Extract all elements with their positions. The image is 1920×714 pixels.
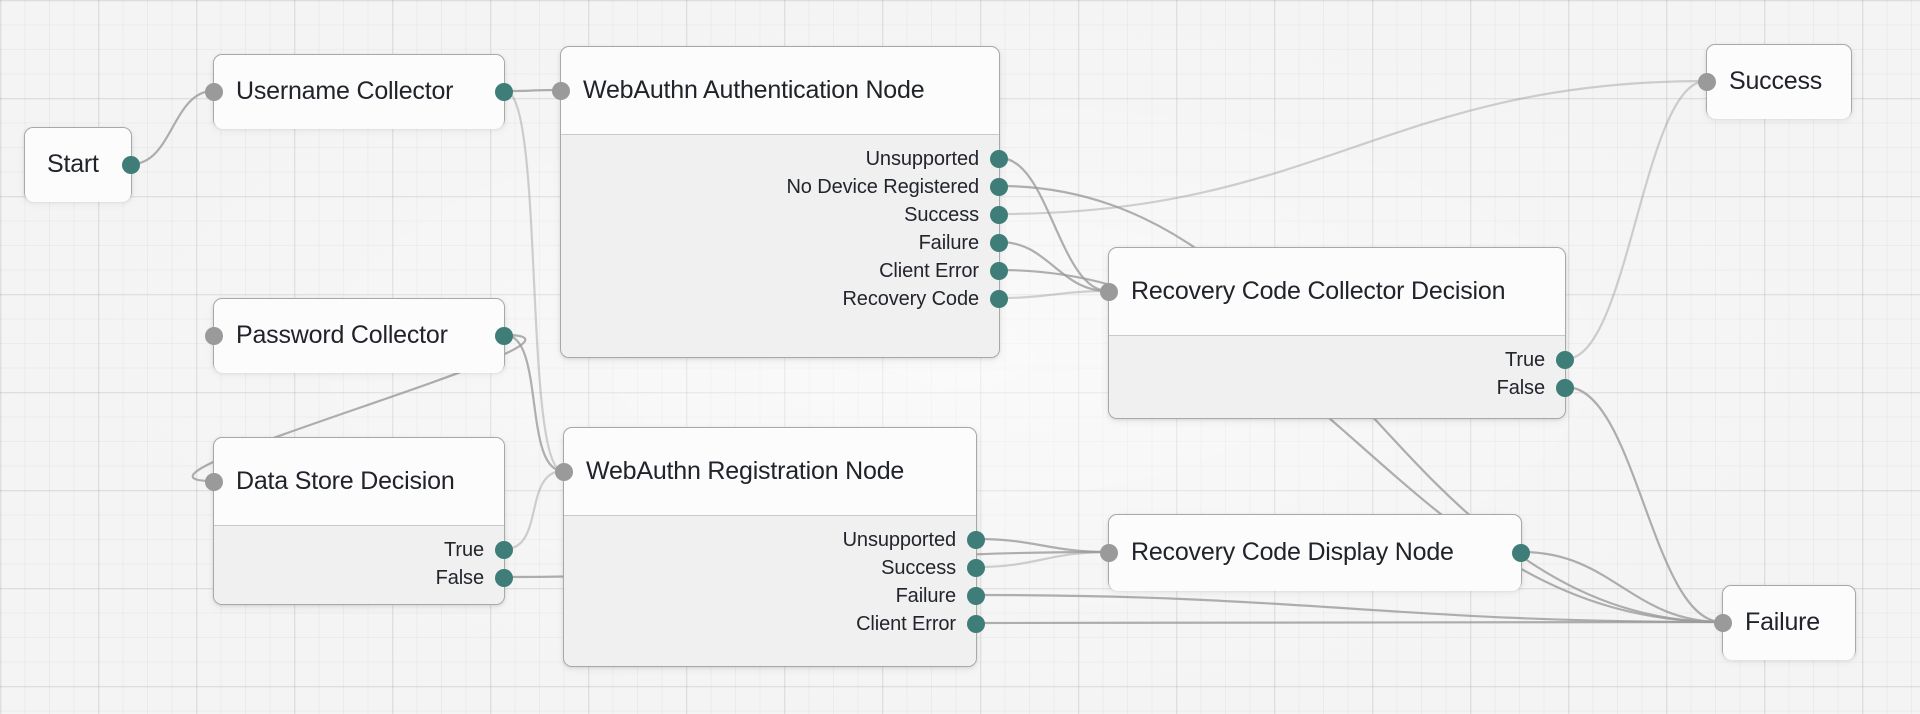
edge [1520, 550, 1724, 624]
output-port-label: Failure [895, 584, 957, 607]
node-title-webauthn-registration-node: WebAuthn Registration Node [564, 428, 976, 516]
output-port-label: Client Error [856, 612, 956, 635]
edge [975, 593, 1724, 624]
node-title-start: Start [25, 128, 131, 202]
input-port-webauthn-authentication-node[interactable] [552, 82, 570, 100]
output-port-dot[interactable] [1556, 379, 1574, 397]
output-port-recovery-code-display-node[interactable] [1512, 544, 1530, 562]
edge [975, 537, 1110, 554]
edge [503, 469, 565, 551]
edge [998, 156, 1110, 293]
node-start[interactable]: Start [24, 127, 140, 202]
output-port-label: True [1505, 348, 1545, 371]
input-port-success[interactable] [1698, 73, 1716, 91]
node-success[interactable]: Success [1698, 44, 1852, 119]
output-port-dot[interactable] [990, 290, 1008, 308]
output-port-row-recovery-code-collector-decision-1[interactable]: False [1109, 374, 1574, 402]
output-port-label: Unsupported [842, 528, 957, 551]
output-port-row-webauthn-authentication-node-5[interactable]: Recovery Code [561, 285, 1008, 313]
node-title-password-collector: Password Collector [214, 299, 504, 373]
node-title-data-store-decision: Data Store Decision [214, 438, 504, 526]
output-port-dot[interactable] [495, 541, 513, 559]
output-port-label: Recovery Code [842, 287, 979, 310]
output-port-dot[interactable] [967, 531, 985, 549]
output-port-label: No Device Registered [786, 175, 979, 198]
output-port-dot[interactable] [967, 587, 985, 605]
edge [1564, 385, 1724, 624]
edge [998, 289, 1110, 300]
edge [1564, 79, 1708, 361]
output-port-label: Success [881, 556, 956, 579]
output-port-password-collector[interactable] [495, 327, 513, 345]
output-port-label: Client Error [879, 259, 979, 282]
input-port-recovery-code-collector-decision[interactable] [1100, 283, 1118, 301]
output-port-row-webauthn-registration-node-2[interactable]: Failure [564, 582, 985, 610]
node-title-failure: Failure [1723, 586, 1855, 660]
input-port-data-store-decision[interactable] [205, 473, 223, 491]
node-title-username-collector: Username Collector [214, 55, 504, 129]
input-port-webauthn-registration-node[interactable] [555, 463, 573, 481]
input-port-username-collector[interactable] [205, 83, 223, 101]
output-port-row-webauthn-authentication-node-0[interactable]: Unsupported [561, 145, 1008, 173]
output-port-row-recovery-code-collector-decision-0[interactable]: True [1109, 346, 1574, 374]
output-port-label: Failure [918, 231, 980, 254]
output-port-row-webauthn-registration-node-1[interactable]: Success [564, 554, 985, 582]
output-port-dot[interactable] [967, 559, 985, 577]
output-port-label: Unsupported [865, 147, 980, 170]
output-port-row-webauthn-registration-node-3[interactable]: Client Error [564, 610, 985, 638]
output-port-dot[interactable] [1556, 351, 1574, 369]
node-title-webauthn-authentication-node: WebAuthn Authentication Node [561, 47, 999, 135]
output-port-label: True [444, 538, 484, 561]
node-title-recovery-code-collector-decision: Recovery Code Collector Decision [1109, 248, 1565, 336]
edge [998, 240, 1110, 293]
node-password-collector[interactable]: Password Collector [205, 298, 513, 373]
output-port-start[interactable] [122, 156, 140, 174]
output-port-row-data-store-decision-0[interactable]: True [214, 536, 513, 564]
input-port-failure[interactable] [1714, 614, 1732, 632]
output-port-row-webauthn-authentication-node-1[interactable]: No Device Registered [561, 173, 1008, 201]
output-port-label: False [435, 566, 485, 589]
output-port-row-webauthn-authentication-node-4[interactable]: Client Error [561, 257, 1008, 285]
edge [503, 333, 565, 473]
node-title-success: Success [1707, 45, 1851, 119]
node-failure[interactable]: Failure [1714, 585, 1856, 660]
output-port-dot[interactable] [990, 178, 1008, 196]
node-recovery-code-display-node[interactable]: Recovery Code Display Node [1100, 514, 1530, 591]
output-port-dot[interactable] [990, 262, 1008, 280]
edge [975, 620, 1724, 625]
edge [503, 89, 565, 473]
output-port-label: False [1496, 376, 1546, 399]
output-port-dot[interactable] [990, 206, 1008, 224]
output-port-label: Success [904, 203, 979, 226]
output-port-username-collector[interactable] [495, 83, 513, 101]
input-port-recovery-code-display-node[interactable] [1100, 544, 1118, 562]
output-port-dot[interactable] [990, 150, 1008, 168]
output-port-dot[interactable] [495, 569, 513, 587]
edge [975, 550, 1110, 569]
node-username-collector[interactable]: Username Collector [205, 54, 513, 129]
output-port-row-webauthn-authentication-node-3[interactable]: Failure [561, 229, 1008, 257]
output-port-row-webauthn-registration-node-0[interactable]: Unsupported [564, 526, 985, 554]
output-port-row-webauthn-authentication-node-2[interactable]: Success [561, 201, 1008, 229]
edge [998, 79, 1708, 216]
output-port-row-data-store-decision-1[interactable]: False [214, 564, 513, 592]
output-port-dot[interactable] [990, 234, 1008, 252]
node-title-recovery-code-display-node: Recovery Code Display Node [1109, 515, 1521, 591]
output-port-dot[interactable] [967, 615, 985, 633]
input-port-password-collector[interactable] [205, 327, 223, 345]
edge [130, 89, 215, 166]
